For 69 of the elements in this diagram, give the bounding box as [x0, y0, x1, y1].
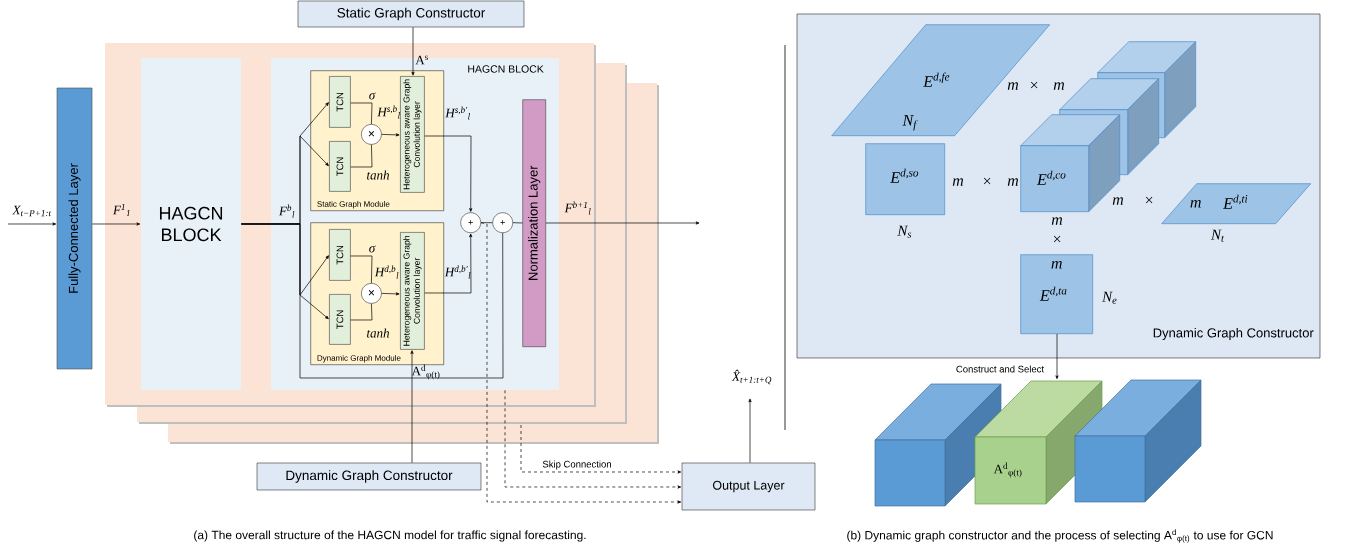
- arrow: [381, 292, 400, 296]
- size-label: N$_{s}$: [897, 225, 912, 238]
- arrow: [410, 350, 414, 464]
- factor-label: ×: [1145, 196, 1153, 204]
- edge-label: X̂$_{t+1:t+Q}$: [731, 369, 772, 385]
- edge-label: F$^{b+1}$l: [564, 201, 591, 215]
- constructor-box: Dynamic Graph Constructor: [256, 462, 482, 491]
- edge-label: A$^{s}$: [415, 55, 428, 65]
- caption: (b) Dynamic graph constructor and the process of selecting A$^{d}$$_{φ(t)}$ to use for GCN: [847, 529, 1273, 543]
- arrow: [350, 144, 373, 168]
- cuboid: A$^{d}$φ(t): [974, 380, 1103, 505]
- arrow: [350, 102, 373, 125]
- arrow: [520, 424, 682, 474]
- arrow: [480, 222, 682, 504]
- cuboid: [874, 383, 1002, 507]
- arrow: [1055, 333, 1059, 380]
- matrix-square: E$^{d,so}$: [865, 143, 946, 216]
- edge-label: H$^{d,b}$l: [374, 265, 399, 279]
- arrow: [411, 26, 415, 76]
- edge-label: F$^{1}$1: [112, 203, 130, 217]
- layer-bar: Fully-Connected Layer: [56, 87, 93, 370]
- edge-label: A$^{d}$φ(t): [411, 364, 440, 380]
- tcn-box: TCN: [329, 229, 351, 281]
- matrix-square: m E$^{d,ta}$: [1020, 254, 1094, 335]
- tcn-box: TCN: [329, 294, 351, 345]
- tcn-box: TCN: [329, 141, 351, 192]
- arrow: [424, 233, 473, 294]
- factor-label: m: [1112, 197, 1124, 205]
- factor-label: ×: [983, 177, 991, 185]
- size-label: N$_{e}$: [1102, 291, 1117, 304]
- factor-label: m: [1053, 82, 1065, 90]
- edge-label: tanh: [367, 170, 390, 180]
- cuboid: [1074, 379, 1202, 503]
- tcn-box: TCN: [329, 76, 351, 128]
- edge-label: Skip Connection: [542, 460, 611, 470]
- factor-label: m: [1051, 217, 1063, 225]
- layer-bar: Normalization Layer: [522, 99, 546, 347]
- factor-label: m: [1007, 178, 1019, 186]
- arrow: [748, 398, 752, 464]
- convolution-box: Heterogeneous aware Graph Convolution layer: [400, 232, 425, 350]
- block-box: HAGCN BLOCK: [141, 58, 241, 390]
- caption: (a) The overall structure of the HAGCN model for traffic signal forecasting.: [194, 530, 586, 542]
- arrow: [424, 135, 473, 212]
- edge-label: Construct and Select: [956, 365, 1044, 373]
- edge-label: σ: [369, 92, 376, 100]
- arrow: [91, 222, 141, 226]
- node-label: A$^{d}$φ(t): [993, 462, 1022, 478]
- edge-label: H$^{s,b}$l: [377, 105, 400, 119]
- edge-label: tanh: [367, 328, 390, 338]
- edge-label: H$^{d,b′}$l: [444, 265, 471, 279]
- output-box: Output Layer: [681, 462, 816, 511]
- arrow: [504, 389, 682, 489]
- arrow: [350, 303, 373, 321]
- convolution-box: Heterogeneous aware Graph Convolution layer: [400, 76, 425, 193]
- factor-label: ×: [1030, 81, 1038, 89]
- edge-label: H$^{s,b′}$l: [445, 106, 470, 120]
- arrow: [545, 221, 700, 225]
- factor-label: ×: [1053, 235, 1061, 243]
- arrow: [381, 133, 400, 137]
- parallelogram: m E$^{d,ti}$: [1161, 183, 1312, 225]
- arrow: [7, 222, 57, 226]
- factor-label: m: [952, 178, 964, 186]
- edge-label: σ: [369, 245, 376, 253]
- edge-label: X$_{t−P+1:t}$: [12, 205, 52, 217]
- size-label: N$_{t}$: [1210, 229, 1225, 242]
- edge-label: F$^{b}$l: [278, 204, 295, 218]
- constructor-box: Static Graph Constructor: [297, 0, 525, 28]
- arrow: [350, 255, 373, 284]
- factor-label: m: [1007, 82, 1019, 90]
